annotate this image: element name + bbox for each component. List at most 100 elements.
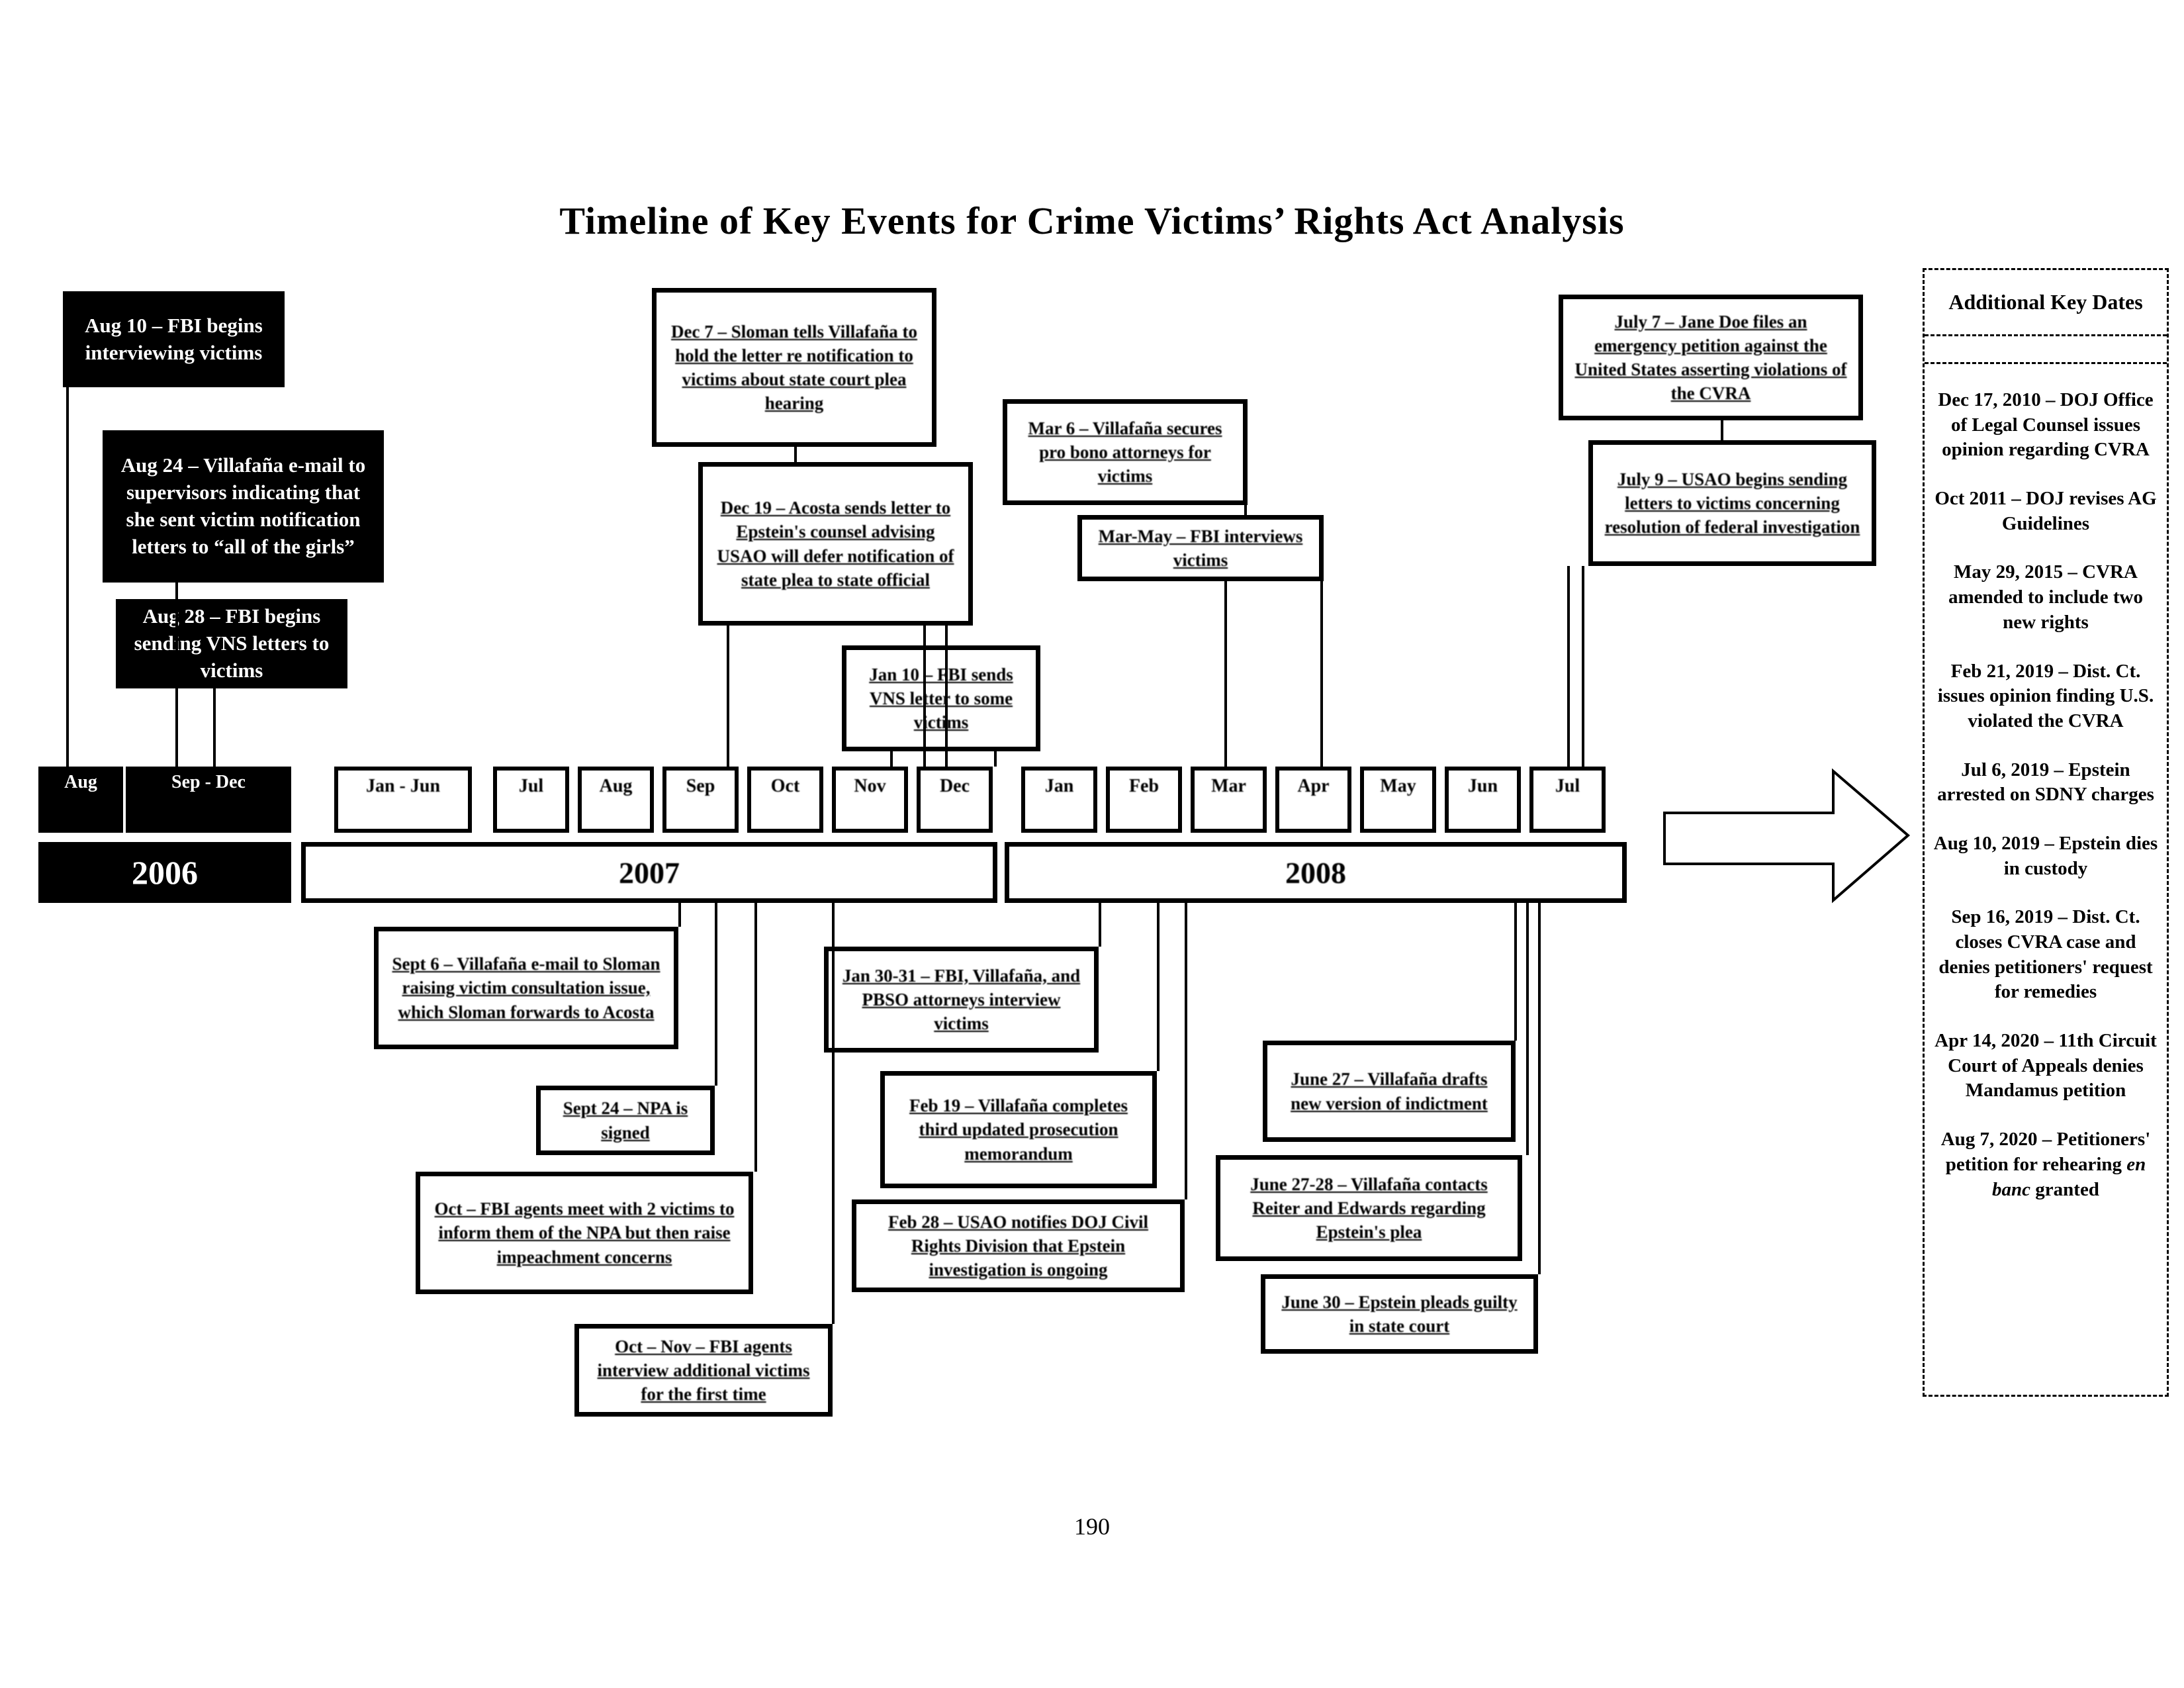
- month-cell-sep-dec-2006: Sep - Dec: [126, 767, 291, 833]
- month-label: Nov: [854, 776, 886, 796]
- event-box-june30: June 30 – Epstein pleads guilty in state…: [1261, 1274, 1538, 1354]
- event-box-jan30: Jan 30-31 – FBI, Villafaña, and PBSO att…: [824, 947, 1099, 1053]
- event-text: Feb 28 – USAO notifies DOJ Civil Rights …: [887, 1211, 1148, 1280]
- month-cell-jul-2008: Jul: [1529, 767, 1606, 833]
- sidebar-entry-last: Aug 7, 2020 – Petitioners' petition for …: [1933, 1127, 2159, 1202]
- event-text: Sept 6 – Villafaña e-mail to Sloman rais…: [392, 954, 660, 1022]
- event-text: Mar 6 – Villafaña secures pro bono attor…: [1028, 418, 1222, 487]
- event-text: Aug 10 – FBI begins interviewing victims: [85, 313, 263, 364]
- connector-line: [213, 688, 216, 767]
- month-label: Aug: [64, 772, 97, 792]
- month-label: Sep: [686, 776, 715, 796]
- event-text: Mar-May – FBI interviews victims: [1098, 526, 1303, 570]
- month-label: Sep - Dec: [171, 772, 246, 792]
- month-label: Jan: [1044, 776, 1074, 796]
- event-box-aug10: Aug 10 – FBI begins interviewing victims: [63, 291, 285, 387]
- connector-line: [1538, 902, 1541, 1274]
- connector-line: [1582, 566, 1584, 767]
- sidebar-entry-italic-text: en banc: [1992, 1153, 2146, 1200]
- connector-line: [727, 626, 729, 767]
- month-label: Jul: [1555, 776, 1580, 796]
- month-cell-mar-2008: Mar: [1191, 767, 1267, 833]
- event-text: July 7 – Jane Doe files an emergency pet…: [1574, 311, 1847, 404]
- event-box-feb28: Feb 28 – USAO notifies DOJ Civil Rights …: [852, 1199, 1185, 1292]
- page-title: Timeline of Key Events for Crime Victims…: [559, 199, 1625, 242]
- month-cell-may-2008: May: [1360, 767, 1436, 833]
- event-box-oct-nov: Oct – Nov – FBI agents interview additio…: [574, 1324, 833, 1417]
- event-text: Oct – FBI agents meet with 2 victims to …: [434, 1199, 735, 1267]
- year-label: 2007: [619, 855, 680, 890]
- timeline-forward-arrow-icon: [1663, 768, 1911, 904]
- connector-line: [832, 902, 835, 1324]
- event-text: Jan 30-31 – FBI, Villafaña, and PBSO att…: [842, 965, 1081, 1034]
- sidebar-entry: Dec 17, 2010 – DOJ Office of Legal Couns…: [1938, 389, 2154, 461]
- event-text: Sept 24 – NPA is signed: [563, 1098, 688, 1143]
- connector-line: [66, 387, 69, 767]
- connector-line: [754, 902, 757, 1172]
- event-text: Aug 24 – Villafaña e-mail to supervisors…: [120, 453, 366, 558]
- event-text: June 27 – Villafaña drafts new version o…: [1291, 1069, 1488, 1113]
- month-label: Feb: [1128, 776, 1160, 796]
- connector-line: [945, 626, 948, 767]
- event-box-july7: July 7 – Jane Doe files an emergency pet…: [1559, 295, 1863, 420]
- event-box-dec19: Dec 19 – Acosta sends letter to Epstein'…: [698, 462, 973, 626]
- month-label: Jul: [518, 776, 544, 796]
- year-bar-2008: 2008: [1005, 842, 1627, 903]
- connector-line: [678, 902, 681, 927]
- connector-line: [1185, 902, 1187, 1199]
- additional-key-dates-panel: Additional Key Dates Dec 17, 2010 – DOJ …: [1923, 268, 2169, 1397]
- event-box-june27-28: June 27-28 – Villafaña contacts Reiter a…: [1216, 1155, 1522, 1261]
- year-label: 2008: [1285, 855, 1346, 890]
- month-cell-nov-2007: Nov: [832, 767, 908, 833]
- month-label: Jan - Jun: [365, 776, 441, 796]
- year-bar-2007: 2007: [301, 842, 997, 903]
- event-box-oct: Oct – FBI agents meet with 2 victims to …: [416, 1172, 753, 1294]
- event-text: Jan 10 – FBI sends VNS letter to some vi…: [869, 664, 1013, 733]
- month-label: May: [1380, 776, 1416, 796]
- event-text: Aug 28 – FBI begins sending VNS letters …: [134, 604, 330, 682]
- event-text: Feb 19 – Villafaña completes third updat…: [909, 1096, 1128, 1164]
- connector-line: [1224, 581, 1227, 767]
- month-cell-aug-2006: Aug: [38, 767, 123, 833]
- connector-line: [1567, 566, 1570, 767]
- sidebar-entry: Oct 2011 – DOJ revises AG Guidelines: [1934, 488, 2157, 534]
- sidebar-divider: [1925, 336, 2167, 364]
- connector-line: [1526, 902, 1529, 1155]
- connector-line: [794, 447, 797, 462]
- month-cell-oct-2007: Oct: [747, 767, 823, 833]
- connector-line: [923, 626, 926, 767]
- month-cell-feb-2008: Feb: [1106, 767, 1182, 833]
- connector-line: [1157, 902, 1160, 1071]
- connector-line: [715, 902, 717, 1086]
- month-cell-dec-2007: Dec: [917, 767, 993, 833]
- event-text: July 9 – USAO begins sending letters to …: [1604, 469, 1860, 538]
- connector-line: [890, 751, 893, 767]
- month-cell-sep-2007: Sep: [662, 767, 739, 833]
- sidebar-entry: Sep 16, 2019 – Dist. Ct. closes CVRA cas…: [1938, 906, 2153, 1003]
- year-label: 2006: [132, 854, 198, 891]
- connector-line: [1721, 420, 1723, 440]
- month-cell-jan-jun-2007: Jan - Jun: [334, 767, 472, 833]
- connector-line: [1514, 902, 1517, 1041]
- month-label: Mar: [1211, 776, 1246, 796]
- sidebar-entry: Jul 6, 2019 – Epstein arrested on SDNY c…: [1937, 759, 2154, 806]
- event-box-feb19: Feb 19 – Villafaña completes third updat…: [880, 1071, 1157, 1188]
- event-box-dec7: Dec 7 – Sloman tells Villafaña to hold t…: [652, 288, 936, 447]
- connector-line: [994, 751, 997, 767]
- month-cell-jul-2007: Jul: [493, 767, 569, 833]
- month-label: Aug: [599, 776, 633, 796]
- month-label: Apr: [1297, 776, 1330, 796]
- year-bar-2006: 2006: [38, 842, 291, 903]
- connector-line: [1099, 902, 1101, 947]
- sidebar-entry: Aug 10, 2019 – Epstein dies in custody: [1933, 832, 2158, 879]
- month-cell-jun-2008: Jun: [1445, 767, 1521, 833]
- month-cell-aug-2007: Aug: [578, 767, 654, 833]
- sidebar-entry-text: granted: [2030, 1178, 2099, 1200]
- sidebar-title-text: Additional Key Dates: [1948, 290, 2143, 314]
- connector-line: [1320, 581, 1323, 767]
- event-box-jan10: Jan 10 – FBI sends VNS letter to some vi…: [842, 645, 1040, 751]
- event-box-mar-may: Mar-May – FBI interviews victims: [1077, 515, 1324, 581]
- event-text: June 27-28 – Villafaña contacts Reiter a…: [1250, 1174, 1488, 1243]
- event-box-sept24: Sept 24 – NPA is signed: [536, 1086, 715, 1155]
